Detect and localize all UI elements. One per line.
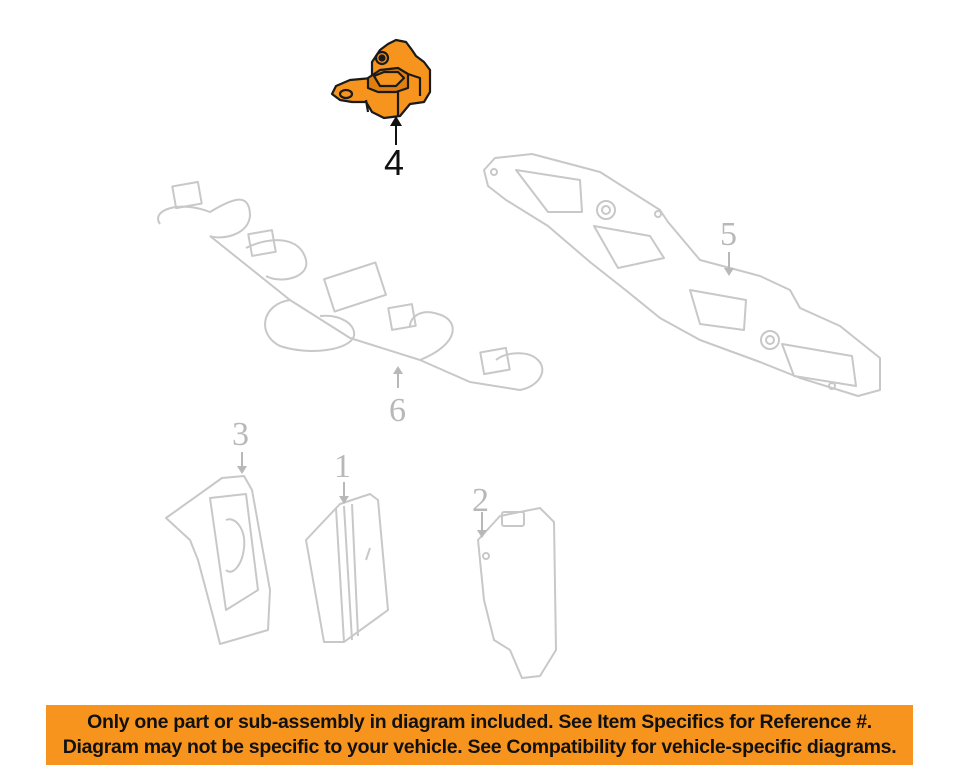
part-6-wiring-harness	[157, 180, 544, 391]
part-1-module	[305, 493, 389, 643]
callout-arrow-5	[724, 252, 734, 276]
callout-label-3: 3	[232, 416, 249, 453]
callout-label-2: 2	[472, 482, 489, 519]
callout-arrow-1	[339, 482, 349, 504]
callout-label-4: 4	[384, 142, 405, 183]
part-4-highlighted	[330, 38, 432, 120]
callout-arrow-2	[477, 512, 487, 538]
disclaimer-line-2: Diagram may not be specific to your vehi…	[62, 736, 897, 758]
part-5-plate	[483, 153, 881, 397]
callout-arrow-4	[390, 116, 402, 145]
callout-label-6: 6	[389, 392, 406, 429]
part-2-housing	[477, 507, 557, 679]
callout-arrow-6	[393, 366, 403, 388]
part-3-bracket	[165, 475, 271, 645]
callout-label-5: 5	[720, 216, 737, 253]
disclaimer-line-1: Only one part or sub-assembly in diagram…	[87, 711, 872, 733]
callout-label-1: 1	[334, 448, 351, 485]
callout-arrow-3	[237, 452, 247, 474]
disclaimer-banner: Only one part or sub-assembly in diagram…	[46, 705, 913, 765]
